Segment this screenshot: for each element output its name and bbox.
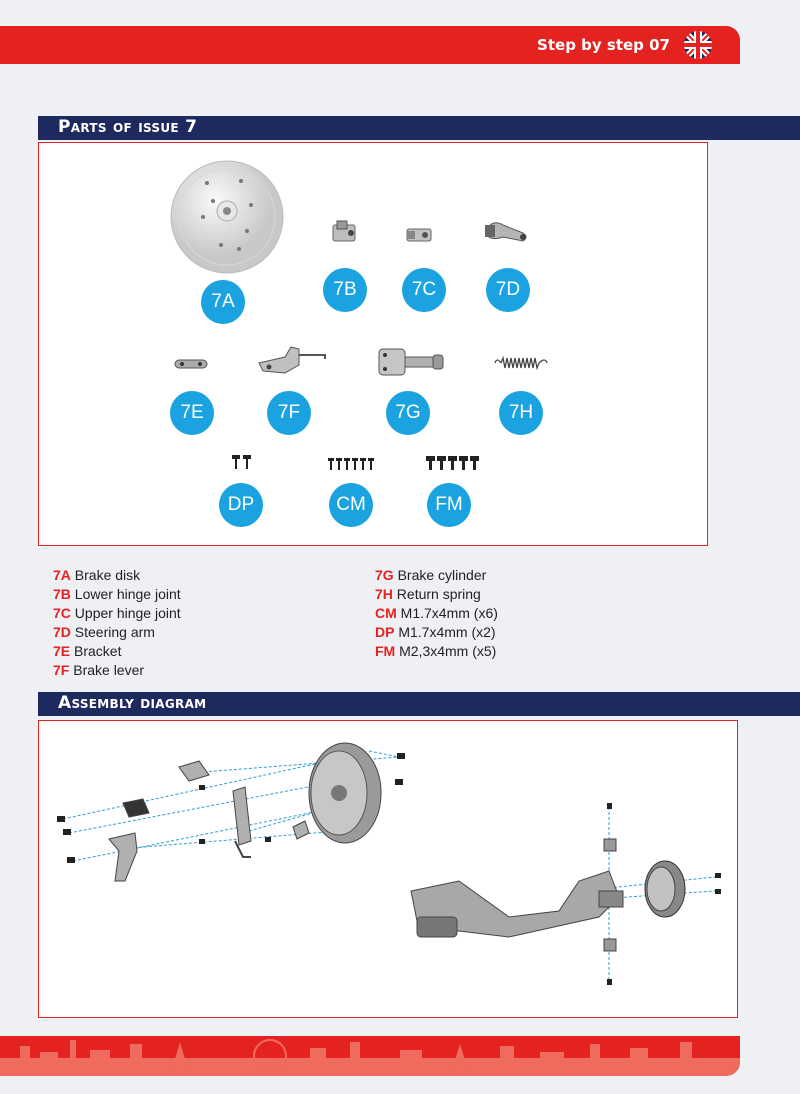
badge-cm: CM <box>329 483 373 527</box>
list-item: 7C Upper hinge joint <box>53 604 181 623</box>
parts-panel: 7A 7B 7C 7D 7E 7F 7G 7H DP CM FM <box>38 142 708 546</box>
bracket-image <box>173 357 209 371</box>
badge-7b: 7B <box>323 268 367 312</box>
top-banner: Step by step 07 <box>0 26 740 64</box>
badge-7c: 7C <box>402 268 446 312</box>
brake-lever-image <box>255 343 329 379</box>
list-item: 7F Brake lever <box>53 661 181 680</box>
brake-cylinder-image <box>375 345 447 379</box>
list-item: 7B Lower hinge joint <box>53 585 181 604</box>
assembly-section-title: Assembly diagram <box>58 693 206 713</box>
upper-hinge-joint-image <box>405 223 437 245</box>
assembly-section-header: Assembly diagram <box>38 692 800 716</box>
badge-7a: 7A <box>201 280 245 324</box>
list-item: 7D Steering arm <box>53 623 181 642</box>
badge-7f: 7F <box>267 391 311 435</box>
fm-screws-image <box>425 454 481 472</box>
list-item: 7H Return spring <box>375 585 498 604</box>
skyline-icon <box>0 1036 740 1076</box>
parts-section-title: Parts of issue 7 <box>58 117 197 137</box>
cm-screws-image <box>327 456 379 472</box>
london-skyline-decoration <box>0 1036 740 1076</box>
list-item: 7A Brake disk <box>53 566 181 585</box>
badge-7h: 7H <box>499 391 543 435</box>
steering-arm-image <box>483 215 531 249</box>
parts-list-left: 7A Brake disk 7B Lower hinge joint 7C Up… <box>53 566 181 680</box>
brake-disk-image <box>167 157 287 277</box>
badge-fm: FM <box>427 483 471 527</box>
dp-screws-image <box>229 453 255 473</box>
list-item: 7E Bracket <box>53 642 181 661</box>
badge-7g: 7G <box>386 391 430 435</box>
list-item: 7G Brake cylinder <box>375 566 498 585</box>
assembly-diagram-image <box>39 721 736 1016</box>
badge-dp: DP <box>219 483 263 527</box>
uk-flag-icon <box>683 30 713 60</box>
lower-hinge-joint-image <box>329 219 361 245</box>
list-item: CM M1.7x4mm (x6) <box>375 604 498 623</box>
return-spring-image <box>493 355 549 371</box>
badge-7d: 7D <box>486 268 530 312</box>
step-title: Step by step 07 <box>537 36 670 54</box>
parts-list-right: 7G Brake cylinder 7H Return spring CM M1… <box>375 566 498 661</box>
parts-section-header: Parts of issue 7 <box>38 116 800 140</box>
assembly-panel <box>38 720 738 1018</box>
list-item: DP M1.7x4mm (x2) <box>375 623 498 642</box>
list-item: FM M2,3x4mm (x5) <box>375 642 498 661</box>
badge-7e: 7E <box>170 391 214 435</box>
